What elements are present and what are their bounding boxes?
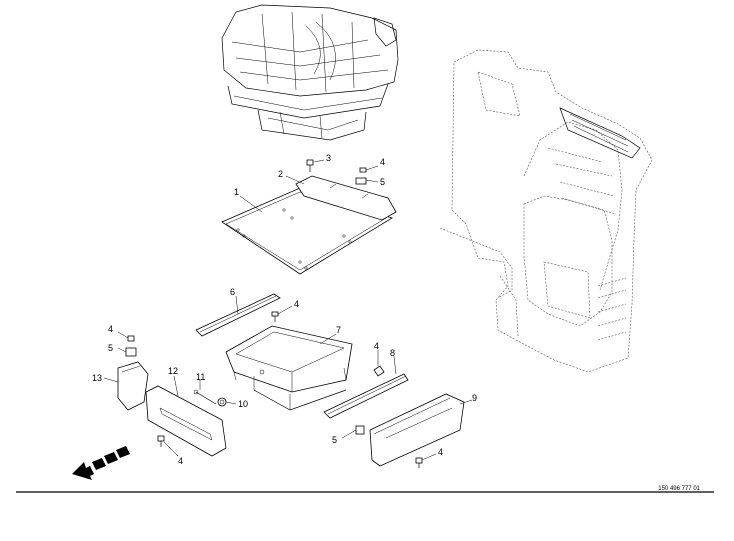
callout-7: 7 (336, 325, 341, 335)
clip-5-upper (355, 177, 367, 185)
screw-4-rail (271, 311, 279, 322)
callout-10: 10 (238, 399, 248, 409)
part-10-knob (217, 397, 227, 407)
part-9-cover (369, 393, 465, 467)
part-12-front-panel (145, 385, 227, 457)
part-7-drawer-box (225, 325, 353, 411)
part-2-upper-plate (295, 175, 397, 221)
callout-2: 2 (278, 169, 283, 179)
document-number: 150 496 777 01 (658, 486, 700, 492)
callout-4: 4 (374, 341, 379, 351)
callout-11: 11 (196, 372, 205, 382)
leader-lines (103, 159, 473, 461)
callout-9: 9 (472, 393, 477, 403)
seat-illustration (221, 4, 399, 141)
part-13-bracket (117, 361, 149, 411)
cab-side-panel-illustration (439, 49, 653, 373)
part-8-rail (323, 373, 409, 419)
callout-5: 5 (332, 435, 337, 445)
callout-labels: 1 2 3 4 5 6 4 4 5 7 4 8 13 12 11 10 9 5 … (92, 153, 477, 466)
callout-6: 6 (230, 287, 235, 297)
callout-4: 4 (380, 157, 385, 167)
nut-4-upper (359, 167, 367, 173)
direction-arrow-icon (72, 446, 130, 480)
callout-4: 4 (438, 447, 443, 457)
bolt-3 (306, 159, 314, 172)
clip-5-left (125, 347, 137, 357)
callout-3: 3 (326, 153, 331, 163)
callout-4: 4 (294, 299, 299, 309)
screw-4-cover (415, 457, 423, 468)
callout-4: 4 (108, 324, 113, 334)
callout-4: 4 (178, 456, 183, 466)
clip-5-right (355, 425, 365, 435)
callout-12: 12 (168, 366, 178, 376)
screw-4-front (157, 435, 165, 447)
screw-4-right (373, 365, 385, 377)
callout-5: 5 (108, 343, 113, 353)
callout-13: 13 (92, 373, 102, 383)
callout-1: 1 (234, 187, 239, 197)
callout-5: 5 (380, 177, 385, 187)
part-11-pin (193, 389, 217, 405)
nut-4-left (127, 335, 135, 342)
callout-8: 8 (390, 348, 395, 358)
